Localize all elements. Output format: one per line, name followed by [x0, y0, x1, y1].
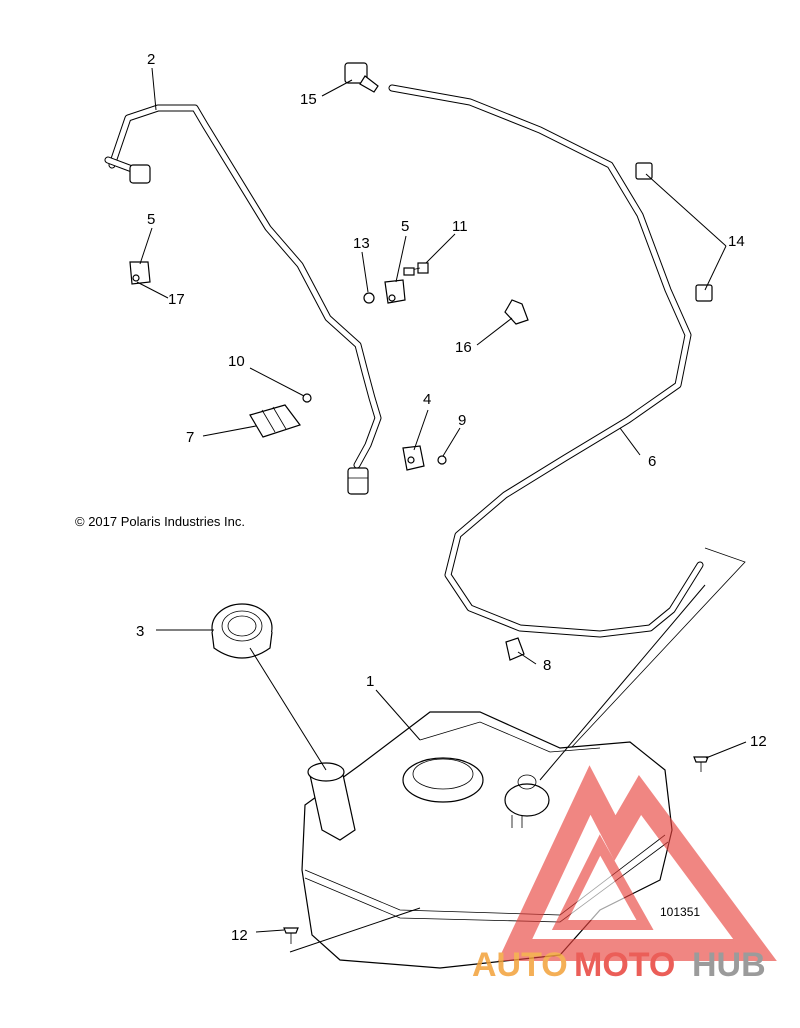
- callout-10: 10: [228, 353, 245, 370]
- clamp-5: [129, 261, 406, 304]
- callout-11: 11: [452, 218, 468, 235]
- clamp-4: [402, 445, 425, 471]
- callout-6: 6: [648, 453, 656, 470]
- leader-lines: [136, 67, 747, 953]
- watermark-logo: AUTO MOTO HUB: [472, 765, 777, 984]
- callout-9: 9: [458, 412, 466, 429]
- callout-14: 14: [728, 233, 745, 250]
- copyright-text: © 2017 Polaris Industries Inc.: [75, 514, 245, 529]
- callout-17: 17: [168, 291, 185, 308]
- clip-16: [504, 299, 529, 325]
- clip-14: [635, 162, 713, 302]
- watermark-triangle-icon: [497, 765, 777, 961]
- screw-12: [283, 756, 709, 944]
- callout-5a: 5: [147, 211, 155, 228]
- clip-8: [505, 637, 525, 661]
- watermark-moto: MOTO: [574, 946, 675, 984]
- callout-12b: 12: [231, 927, 248, 944]
- callout-8: 8: [543, 657, 551, 674]
- vent-hose-6: [388, 84, 704, 638]
- callout-labels: 1 2 3 4 5 5 6 7 8 9 10 11 12 12 13 14 15…: [136, 51, 767, 944]
- bolt-11: [403, 262, 429, 276]
- callout-13: 13: [353, 235, 370, 252]
- connector-15: [344, 62, 379, 93]
- callout-1: 1: [366, 673, 374, 690]
- retainer-7: [249, 404, 301, 438]
- watermark-auto: AUTO: [472, 946, 568, 984]
- callout-3: 3: [136, 623, 144, 640]
- callout-5b: 5: [401, 218, 409, 235]
- fuel-line-2: [104, 104, 382, 495]
- callout-12a: 12: [750, 733, 767, 750]
- callout-15: 15: [300, 91, 317, 108]
- nut-13: [363, 292, 375, 304]
- watermark-hub: HUB: [692, 946, 766, 984]
- screw-10: [302, 393, 312, 403]
- callout-16: 16: [455, 339, 472, 356]
- callout-2: 2: [147, 51, 155, 68]
- figure-number: 101351: [660, 905, 700, 919]
- fuel-cap-3: [211, 603, 273, 659]
- callout-4: 4: [423, 391, 431, 408]
- callout-7: 7: [186, 429, 194, 446]
- nut-9: [437, 455, 447, 465]
